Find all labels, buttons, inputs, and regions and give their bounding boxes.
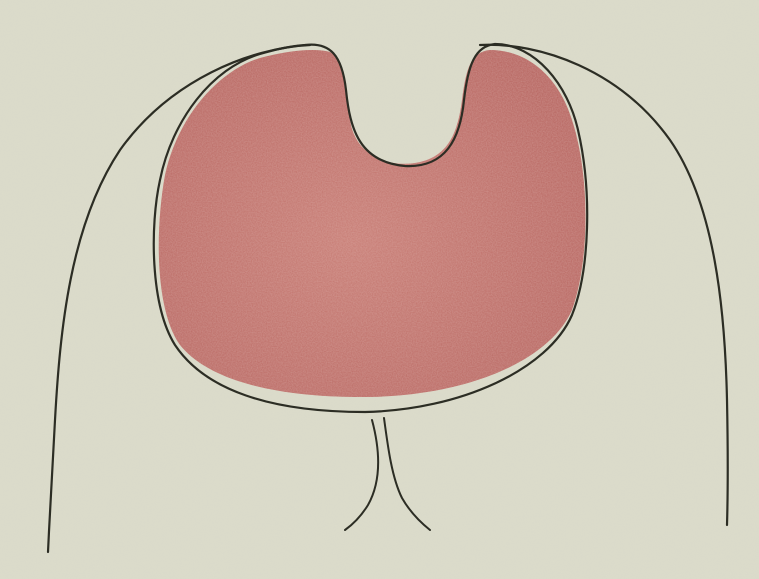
diagram-figure bbox=[0, 0, 759, 579]
